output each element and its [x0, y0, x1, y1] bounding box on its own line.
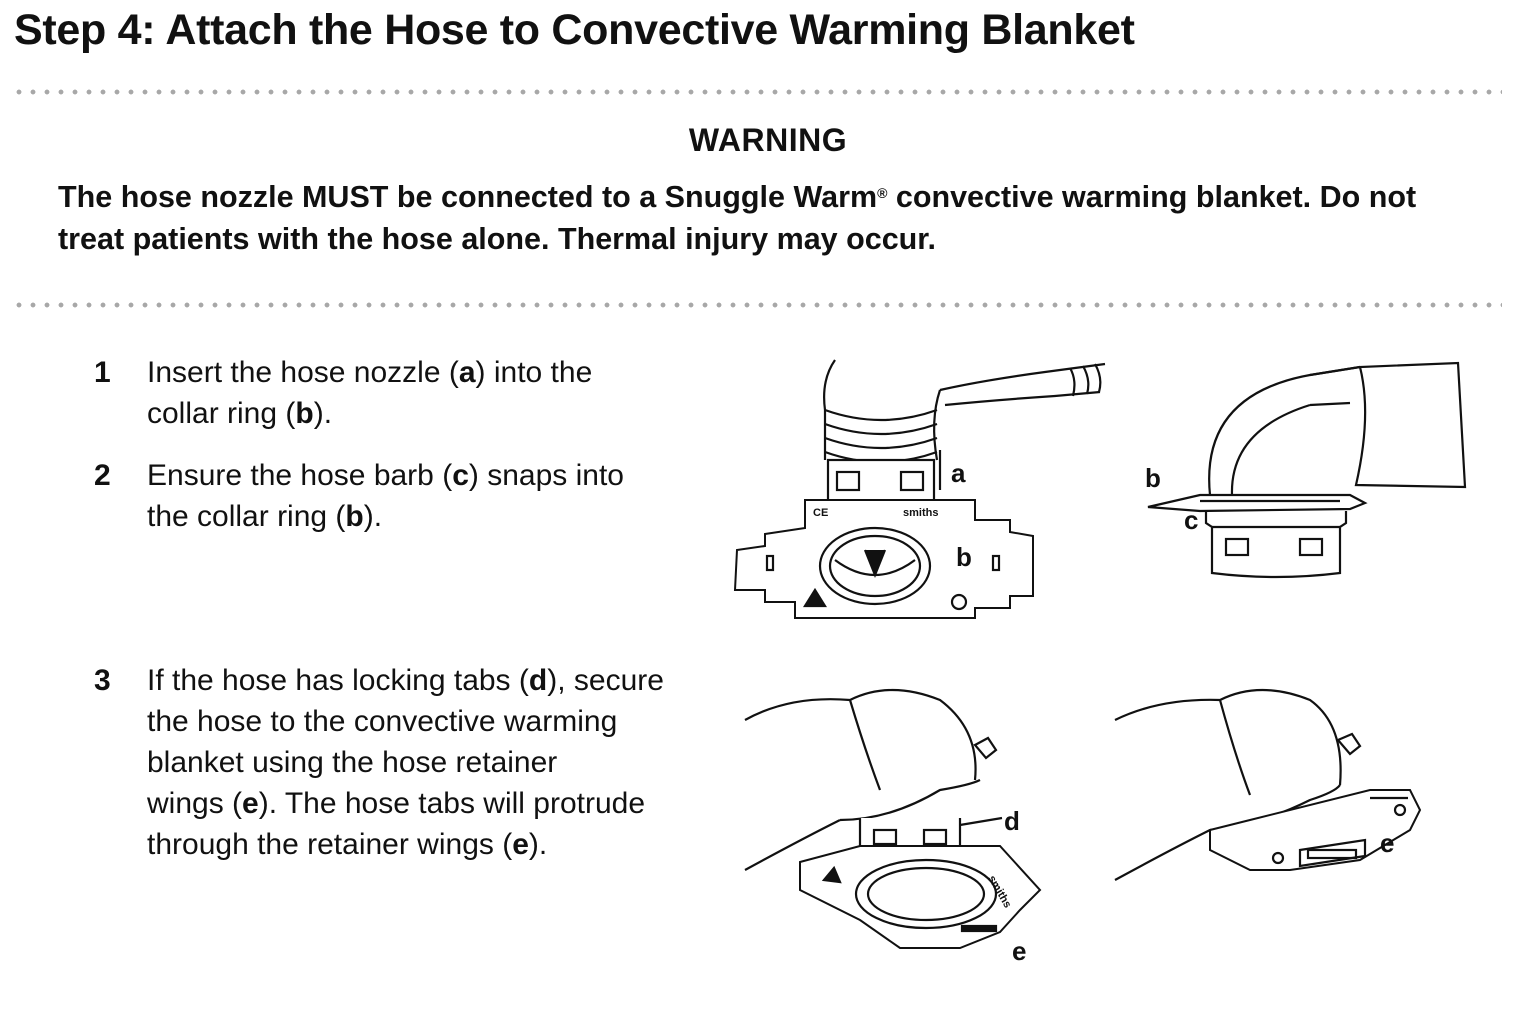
- step-3: 3 If the hose has locking tabs (d), secu…: [94, 660, 714, 865]
- step-1: 1 Insert the hose nozzle (a) into the co…: [94, 352, 714, 434]
- warning-text: The hose nozzle MUST be connected to a S…: [58, 176, 1478, 260]
- ce-mark: CE: [813, 507, 828, 519]
- label-e: e: [1012, 936, 1026, 966]
- step-number: 2: [94, 459, 111, 492]
- page-title: Step 4: Attach the Hose to Convective Wa…: [14, 6, 1135, 54]
- step-text: Ensure the hose barb (c) snaps into the …: [147, 459, 624, 533]
- figure-barb-snap: b c: [1140, 355, 1470, 585]
- smiths-mark: smiths: [903, 507, 938, 519]
- label-d: d: [1004, 806, 1020, 836]
- figure-retainer-wings: e: [1110, 680, 1430, 890]
- step-text: Insert the hose nozzle (a) into the coll…: [147, 356, 593, 430]
- label-b: b: [956, 542, 972, 572]
- figure-insert-nozzle: CE smiths a b: [725, 350, 1125, 630]
- step-text: If the hose has locking tabs (d), secure…: [147, 664, 664, 861]
- figure-locking-tabs: smiths d e: [740, 670, 1050, 970]
- label-e: e: [1380, 828, 1394, 858]
- warning-line1-a: The hose nozzle MUST be connected to a S…: [58, 180, 878, 214]
- warning-heading: WARNING: [688, 122, 848, 158]
- label-b: b: [1145, 463, 1161, 493]
- registered-mark: ®: [877, 185, 888, 201]
- warning-line2: treat patients with the hose alone. Ther…: [58, 222, 936, 256]
- divider-bottom: [12, 302, 1502, 308]
- label-a: a: [951, 458, 966, 488]
- step-number: 1: [94, 356, 111, 389]
- divider-top: [12, 89, 1502, 95]
- step-2: 2 Ensure the hose barb (c) snaps into th…: [94, 455, 714, 537]
- step-number: 3: [94, 664, 111, 697]
- label-c: c: [1184, 505, 1198, 535]
- warning-line1-b: convective warming blanket. Do not: [887, 180, 1417, 214]
